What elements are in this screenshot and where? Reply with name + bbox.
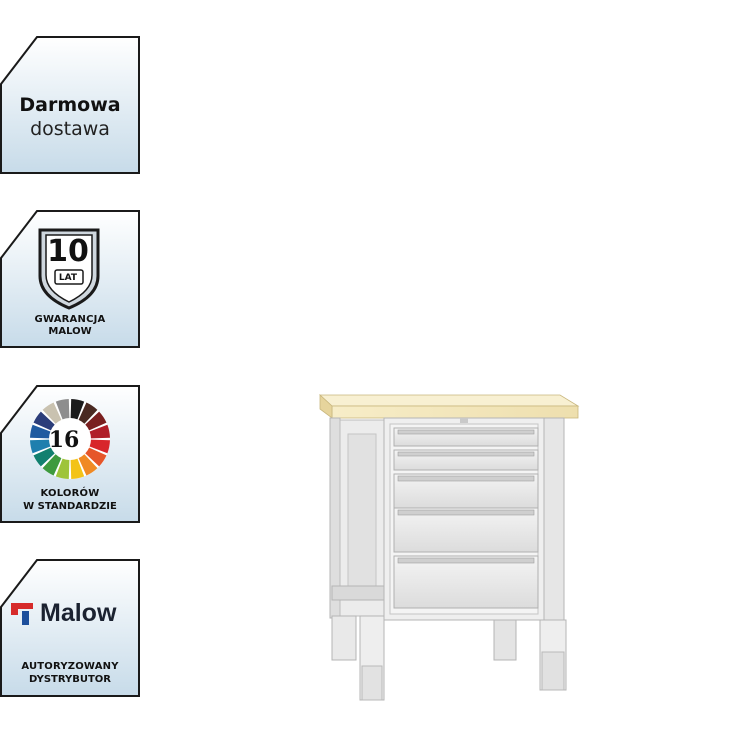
badge-colors: 16 KOLORÓW W STANDARDZIE	[0, 385, 140, 523]
badge-distributor: Malow AUTORYZOWANY DYSTRYBUTOR	[0, 559, 140, 697]
color-wheel-segment	[33, 411, 55, 431]
color-wheel-segment	[55, 399, 70, 420]
badge-free-delivery: Darmowa dostawa	[0, 36, 140, 174]
badge-frame	[0, 559, 140, 697]
shield-icon	[38, 228, 100, 310]
malow-brand: Malow	[40, 599, 117, 627]
color-wheel-segment	[30, 424, 51, 439]
badge-warranty: 10 LAT GWARANCJA MALOW	[0, 210, 140, 348]
colors-number: 16	[48, 427, 80, 453]
workbench-image	[318, 394, 580, 701]
color-wheel-segment	[85, 447, 107, 467]
drawer-stack	[393, 427, 539, 609]
color-wheel-segment	[42, 402, 62, 424]
color-wheel-segment	[42, 454, 62, 476]
color-wheel-segment	[70, 399, 85, 420]
color-wheel-segment	[55, 458, 70, 479]
color-wheel-icon	[30, 399, 110, 479]
colors-line2: W STANDARDZIE	[23, 501, 117, 512]
warranty-line2: MALOW	[48, 326, 92, 337]
color-wheel-segment	[30, 439, 51, 454]
colors-line1: KOLORÓW	[40, 488, 100, 499]
malow-logo-icon	[11, 602, 33, 625]
warranty-number: 10	[47, 234, 89, 269]
warranty-line1: GWARANCJA	[34, 314, 106, 325]
distributor-line1: AUTORYZOWANY	[21, 661, 119, 672]
badge-frame	[0, 36, 140, 174]
color-wheel-segment	[78, 454, 98, 476]
color-wheel-segment	[89, 439, 110, 454]
color-wheel-segment	[78, 402, 98, 424]
color-wheel-segment	[89, 424, 110, 439]
badge-delivery-line1: Darmowa	[19, 94, 121, 116]
distributor-line2: DYSTRYBUTOR	[29, 674, 111, 685]
warranty-unit: LAT	[58, 273, 78, 283]
color-wheel-segment	[70, 458, 85, 479]
malow-logo: Malow	[10, 599, 116, 628]
badge-delivery-line2: dostawa	[30, 118, 110, 140]
color-wheel-segment	[33, 447, 55, 467]
color-wheel-segment	[85, 411, 107, 431]
